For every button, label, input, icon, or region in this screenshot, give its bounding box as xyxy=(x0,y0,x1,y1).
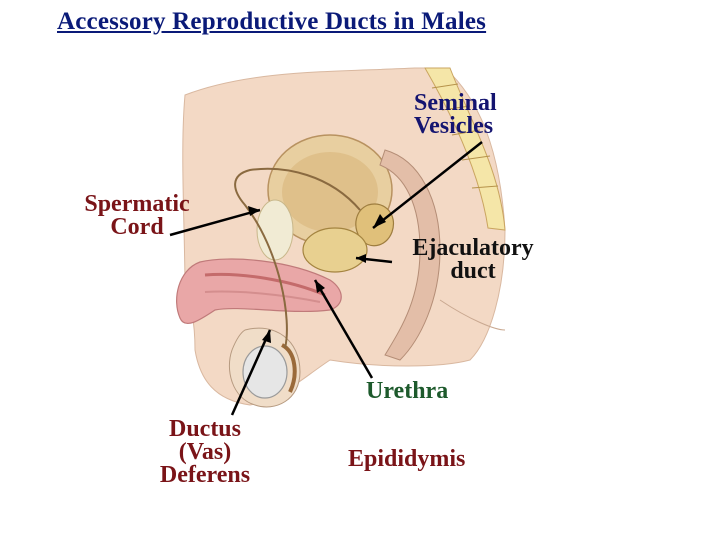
label-line: Cord xyxy=(110,214,164,240)
label-line: Urethra xyxy=(366,378,449,404)
prostate xyxy=(302,227,368,273)
label-urethra: Urethra xyxy=(366,378,449,404)
label-seminal-vesicles: Seminal Vesicles xyxy=(414,90,497,139)
label-ejaculatory-duct: Ejaculatory duct xyxy=(388,235,558,284)
label-line: Ejaculatory xyxy=(412,235,534,261)
page-title: Accessory Reproductive Ducts in Males xyxy=(57,8,487,35)
label-ductus-deferens: Ductus (Vas) Deferens xyxy=(135,416,275,488)
label-line: Deferens xyxy=(159,462,251,488)
testis xyxy=(242,345,288,399)
pubic-bone xyxy=(256,199,294,261)
label-line: duct xyxy=(450,258,496,284)
label-line: Seminal xyxy=(414,90,497,116)
vertebrae xyxy=(431,83,499,189)
arrowheads xyxy=(248,206,386,343)
ductus-deferens-path xyxy=(234,167,361,349)
label-epididymis: Epididymis xyxy=(348,446,466,472)
spine xyxy=(424,67,506,231)
rectum xyxy=(379,149,441,361)
label-line: Epididymis xyxy=(348,446,466,472)
label-line: Spermatic xyxy=(84,191,190,217)
leader-lines xyxy=(169,141,483,416)
label-line: Vesicles xyxy=(414,113,494,139)
label-line: (Vas) xyxy=(178,439,232,465)
label-spermatic-cord: Spermatic Cord xyxy=(62,191,212,240)
label-line: Ductus xyxy=(168,416,241,442)
